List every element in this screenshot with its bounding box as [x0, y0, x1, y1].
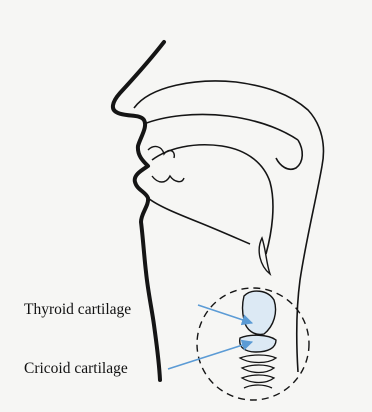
- cricoid-cartilage-label: Cricoid cartilage: [24, 360, 128, 377]
- thyroid-cartilage-label: Thyroid cartilage: [24, 301, 131, 318]
- thyroid-cartilage-shape: [243, 291, 276, 334]
